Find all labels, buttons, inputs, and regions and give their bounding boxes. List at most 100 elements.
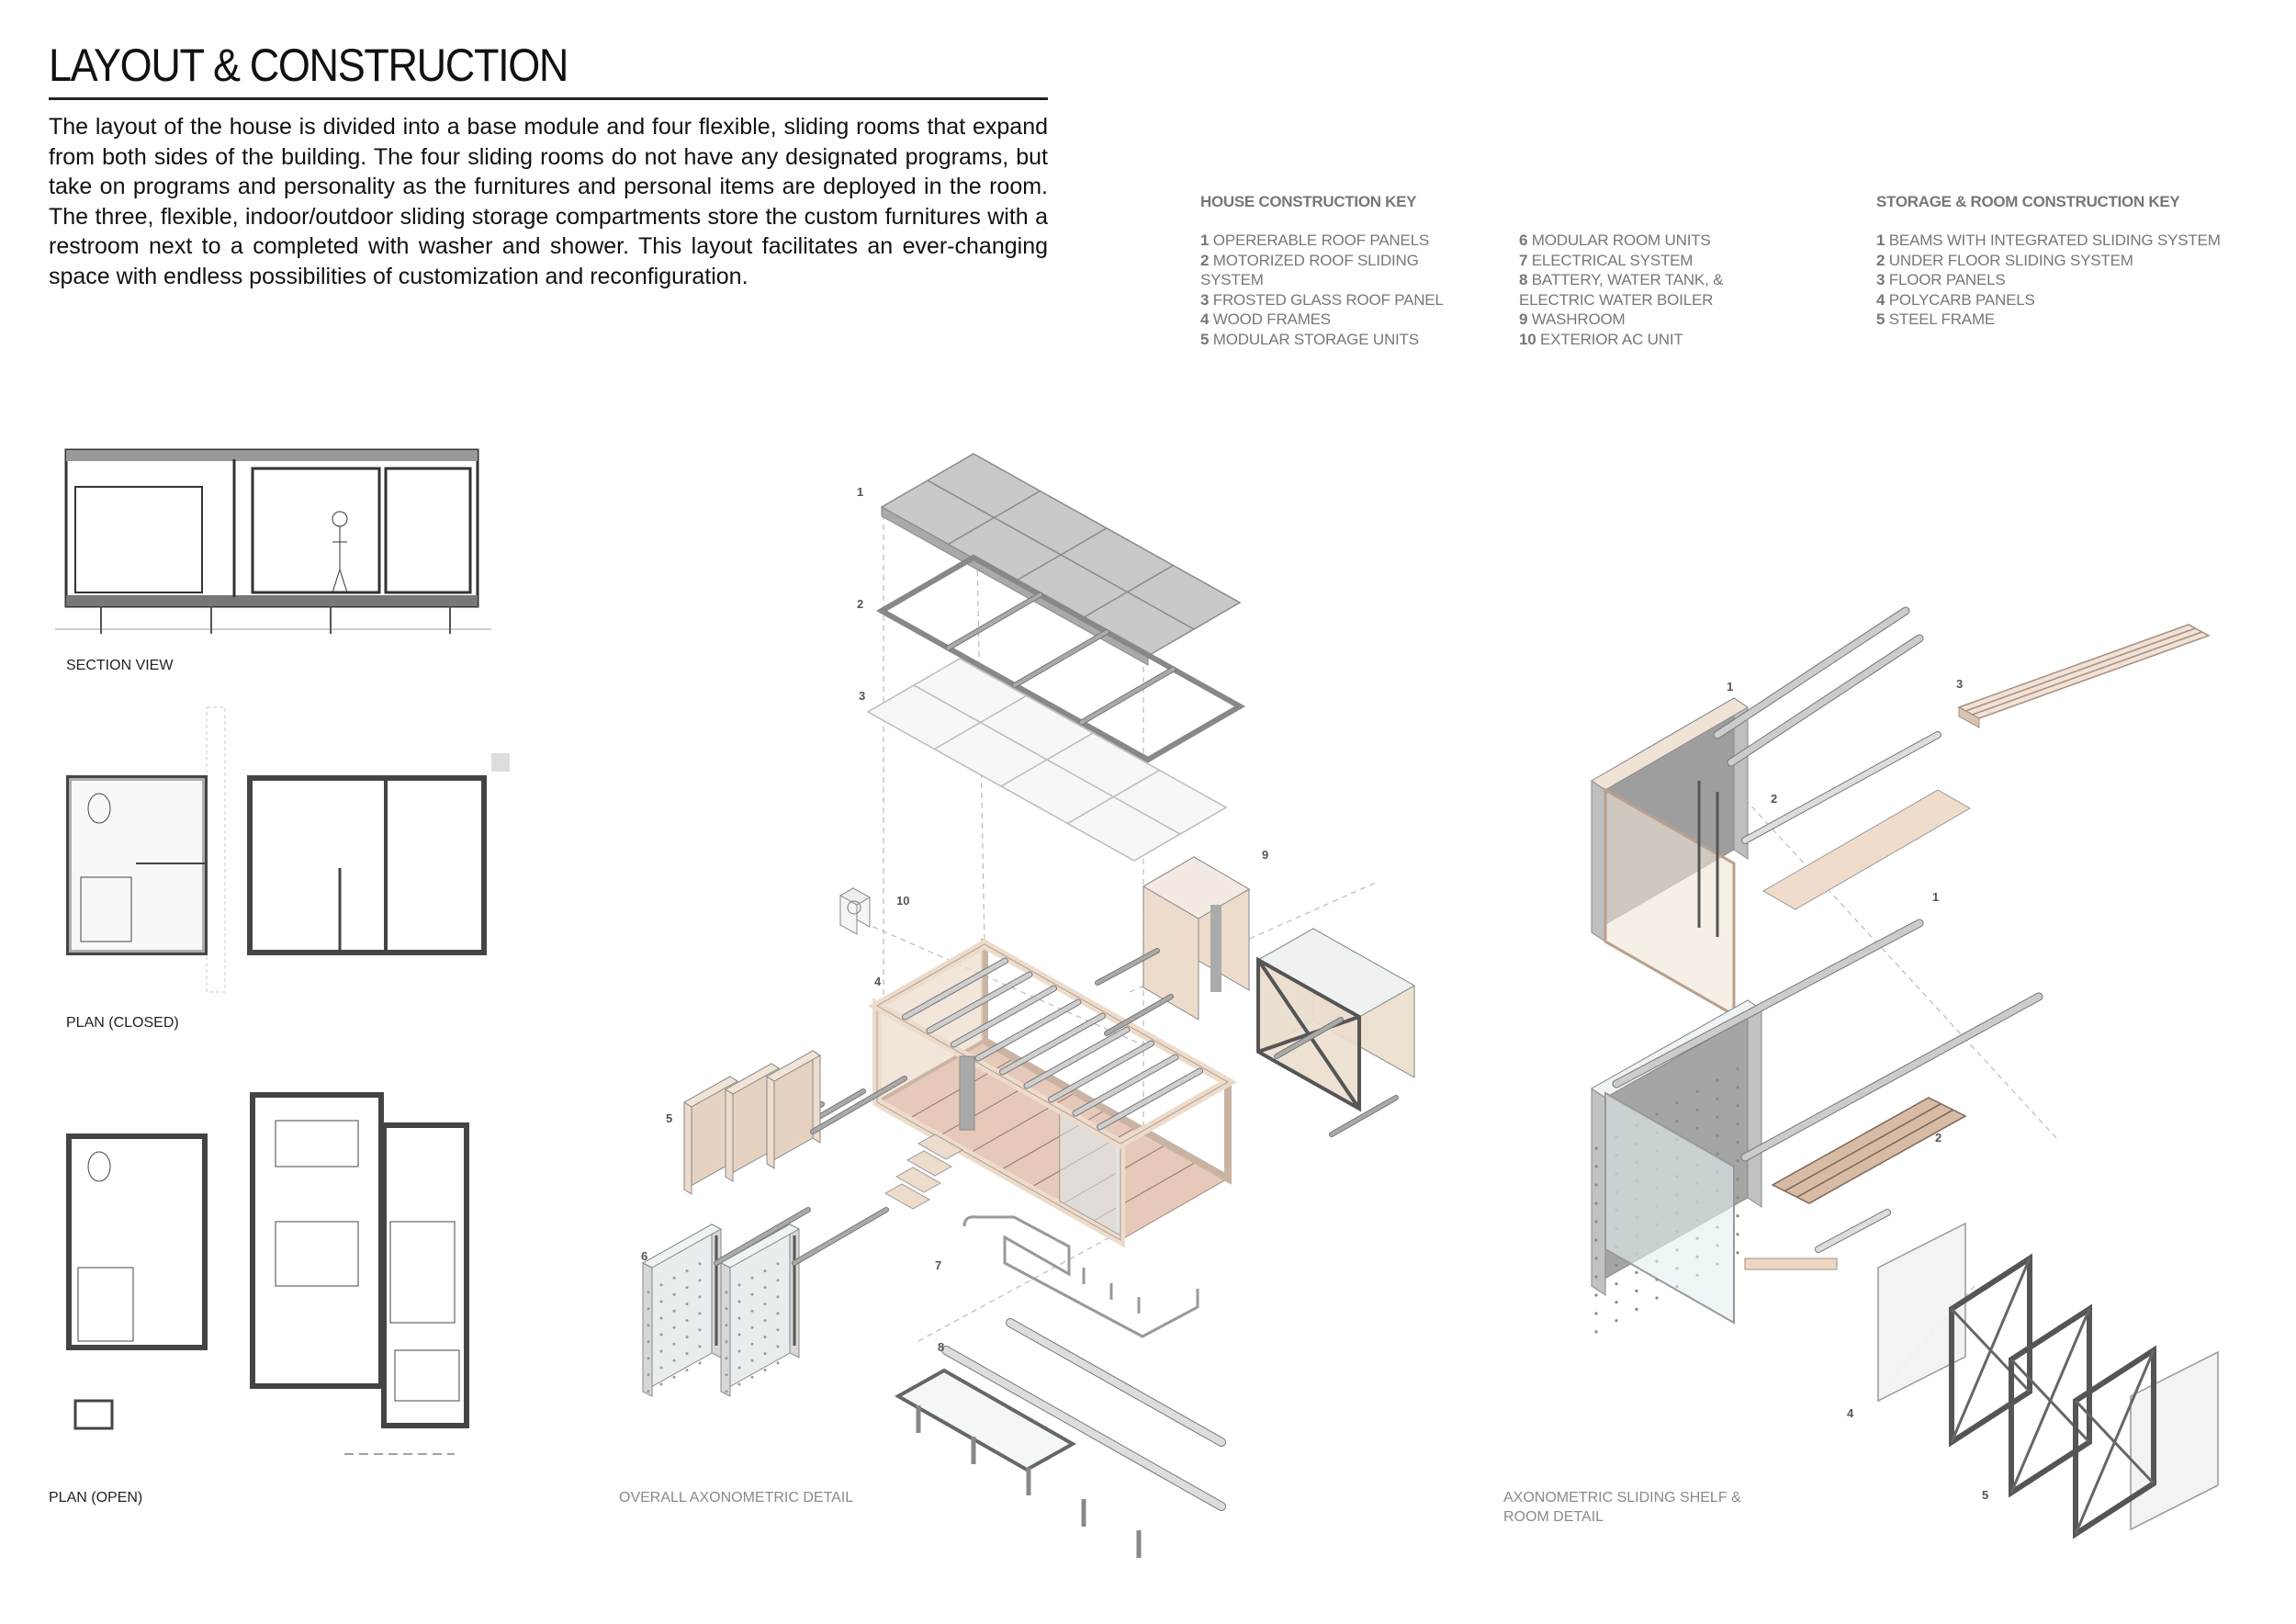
- peg-hole: [685, 1286, 689, 1290]
- peg-hole: [725, 1373, 728, 1377]
- peg-hole: [1716, 1078, 1719, 1082]
- peg-hole: [750, 1325, 754, 1329]
- peg-hole: [725, 1324, 728, 1327]
- peg-hole: [776, 1328, 780, 1332]
- peg-hole: [737, 1316, 741, 1320]
- peg-hole: [1594, 1201, 1598, 1205]
- storage-unit-top: [766, 1050, 821, 1082]
- peg-hole: [1736, 1214, 1739, 1218]
- peg-hole: [698, 1328, 702, 1332]
- peg-hole: [672, 1375, 676, 1379]
- peg-hole: [1635, 1270, 1638, 1274]
- stair-tread: [895, 1167, 942, 1193]
- roof-beam: [951, 986, 1056, 1047]
- peg-hole: [750, 1342, 754, 1346]
- room-floor-panels-seam: [1796, 1109, 1954, 1198]
- peg-hole: [1594, 1183, 1598, 1187]
- roof-beam: [903, 958, 1007, 1020]
- under-floor-rail: [1816, 1210, 1890, 1252]
- peg-hole: [1736, 1178, 1739, 1181]
- battery-tank-tray: [894, 1368, 1077, 1472]
- key-item: 6 MODULAR ROOM UNITS: [1519, 231, 1711, 249]
- peg-hole: [737, 1300, 741, 1303]
- peg-hole: [737, 1382, 741, 1386]
- peg-hole: [725, 1357, 728, 1360]
- key-item: 4 POLYCARB PANELS: [1876, 290, 2035, 309]
- peg-hole: [647, 1307, 650, 1311]
- peg-hole: [776, 1279, 780, 1282]
- peg-hole: [1675, 1120, 1679, 1123]
- detail-label-4: 4: [1847, 1406, 1854, 1420]
- plan-open-drawing: [66, 1092, 469, 1455]
- key-item: 2 UNDER FLOOR SLIDING SYSTEM: [1876, 251, 2133, 269]
- detail-label-1: 1: [1727, 680, 1734, 694]
- caption-section-view: SECTION VIEW: [66, 658, 174, 673]
- peg-hole: [1615, 1264, 1618, 1268]
- peg-hole: [659, 1382, 663, 1386]
- peg-hole: [750, 1359, 754, 1362]
- peg-hole: [659, 1333, 663, 1336]
- roof-slide-rail: [946, 592, 1042, 650]
- peg-hole: [1716, 1115, 1719, 1119]
- peg-hole: [685, 1369, 689, 1372]
- peg-hole: [1716, 1133, 1719, 1137]
- peg-hole: [1736, 1233, 1739, 1236]
- axon-label-3: 3: [859, 689, 866, 703]
- guide-line: [917, 1221, 1140, 1342]
- overall-axonometric-drawing: [641, 453, 1416, 1558]
- peg-hole: [685, 1303, 689, 1306]
- detail-label-2b: 2: [1935, 1131, 1942, 1145]
- title-divider: [49, 97, 1048, 100]
- detail-label-1b: 1: [1932, 890, 1940, 904]
- peg-hole: [1594, 1165, 1598, 1168]
- storage-unit-front: [766, 1076, 775, 1169]
- peg-hole: [750, 1276, 754, 1280]
- peg-hole: [1594, 1275, 1598, 1279]
- room-sliding-beam: [1741, 993, 2043, 1161]
- peg-hole: [1736, 1141, 1739, 1145]
- key-item: 10 EXTERIOR AC UNIT: [1519, 330, 1683, 348]
- peg-hole: [1716, 1152, 1719, 1156]
- peg-hole: [647, 1390, 650, 1393]
- peg-hole: [725, 1390, 728, 1393]
- peg-hole: [1594, 1238, 1598, 1242]
- peg-hole: [672, 1292, 676, 1296]
- roof-beam: [1000, 1013, 1105, 1075]
- sliding-beam: [1714, 607, 1909, 739]
- key-item: 3 FLOOR PANELS: [1876, 271, 2006, 288]
- guide-line: [853, 918, 1149, 1048]
- storage-unit-top: [725, 1063, 780, 1095]
- peg-hole: [659, 1366, 663, 1370]
- room-rail: [715, 1208, 810, 1265]
- peg-hole: [750, 1292, 754, 1296]
- polycarb-panel: [2130, 1350, 2219, 1531]
- peg-hole: [647, 1324, 650, 1327]
- peg-hole: [685, 1319, 689, 1323]
- floor-board-seam: [998, 1109, 1107, 1172]
- peg-hole: [1736, 1159, 1739, 1163]
- washroom-unit-top: [1142, 856, 1250, 919]
- peg-hole: [750, 1309, 754, 1313]
- peg-hole: [1594, 1293, 1598, 1297]
- peg-hole: [725, 1307, 728, 1311]
- caption-plan-closed: PLAN (CLOSED): [66, 1015, 179, 1031]
- peg-hole: [1736, 1067, 1739, 1071]
- sliding-detail-axonometric-drawing: [1591, 606, 2219, 1539]
- room-unit-top: [719, 1224, 801, 1269]
- main-top-outline: [875, 943, 1230, 1145]
- roof-beam: [1024, 1027, 1130, 1088]
- axon-label-6: 6: [641, 1249, 648, 1263]
- storage-unit-top: [683, 1076, 738, 1108]
- caption-overall-axon: OVERALL AXONOMETRIC DETAIL: [619, 1490, 854, 1506]
- peg-hole: [1675, 1101, 1679, 1105]
- peg-hole: [1695, 1126, 1699, 1130]
- room-floor-slab: [1744, 1257, 1838, 1270]
- peg-hole: [1736, 1122, 1739, 1126]
- detail-room-unit-front: [1591, 1088, 1606, 1296]
- room-glass: [1604, 1091, 1735, 1325]
- peg-hole: [698, 1262, 702, 1266]
- peg-hole: [1695, 1089, 1699, 1093]
- storage-key-list: 1 BEAMS WITH INTEGRATED SLIDING SYSTEM 2…: [1876, 231, 2262, 330]
- peg-hole: [763, 1269, 767, 1273]
